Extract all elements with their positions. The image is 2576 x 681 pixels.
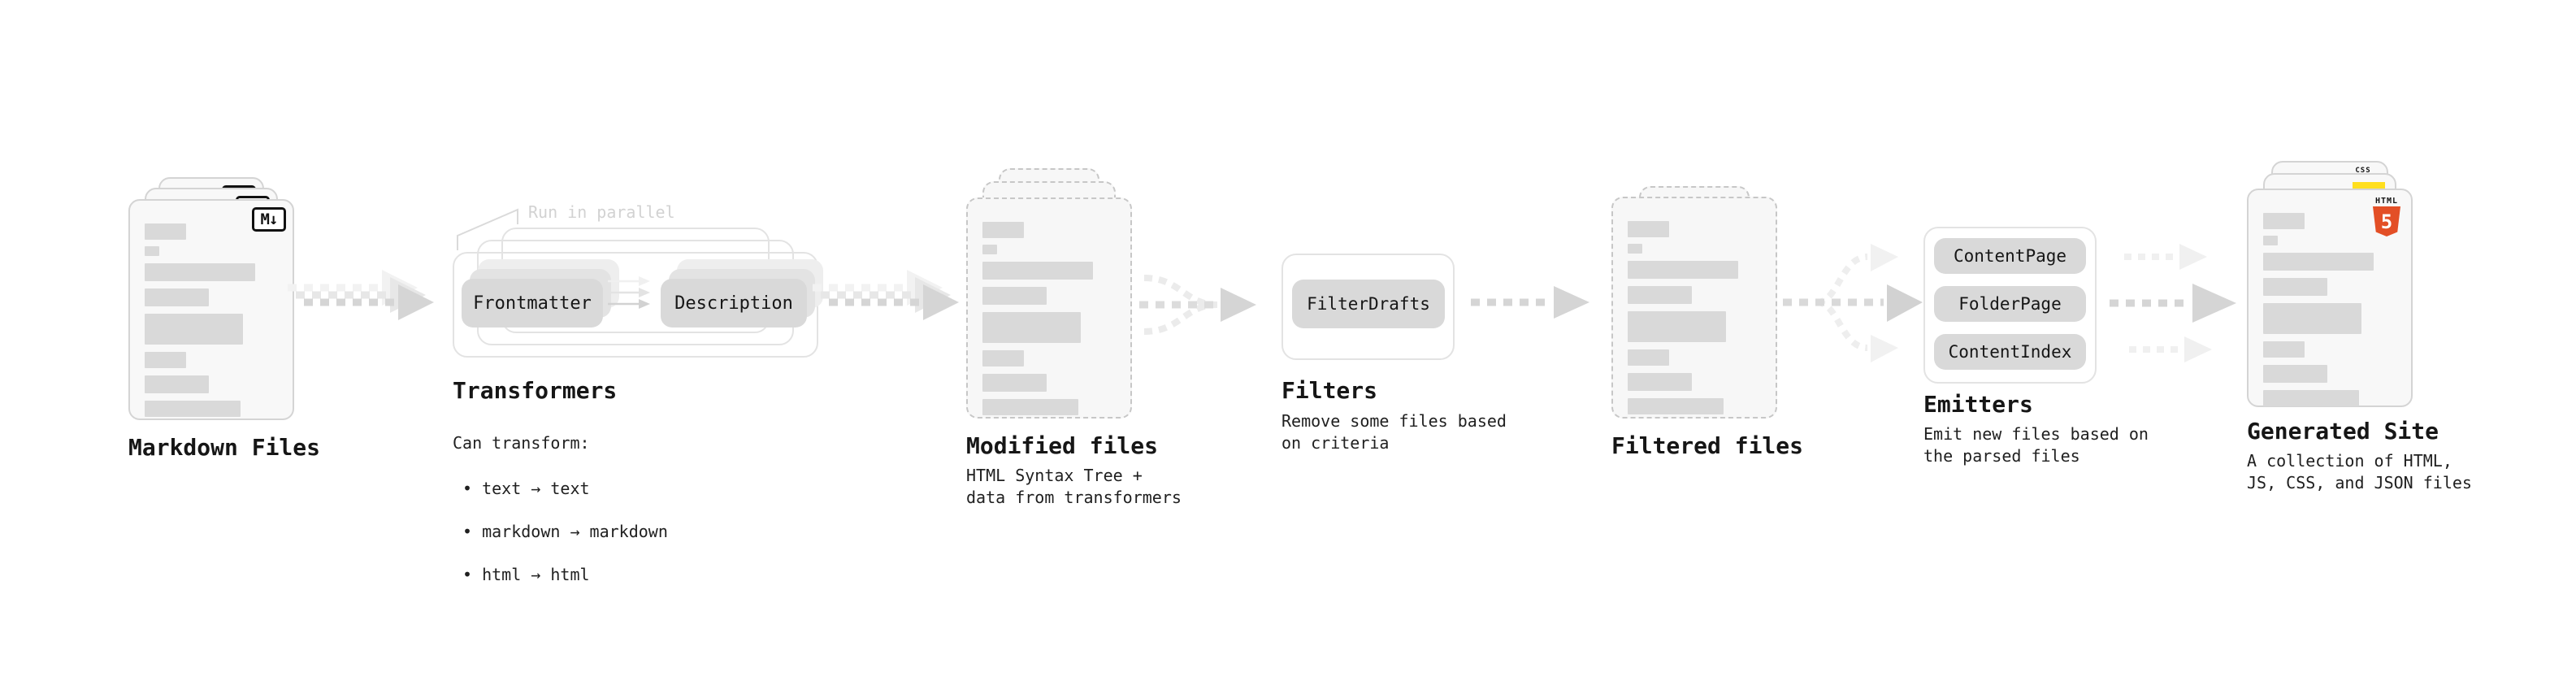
generated-site-stack: CSS HTML 5 [2247, 161, 2413, 413]
transformers-capability-list: text → text markdown → markdown html → h… [453, 456, 668, 607]
content-placeholder-bar [2263, 236, 2279, 245]
content-placeholder-bar [2263, 213, 2305, 229]
contentindex-node: ContentIndex [1934, 334, 2086, 370]
modified-files-description: HTML Syntax Tree + data from transformer… [966, 466, 1182, 507]
content-placeholder-bar [982, 222, 1024, 238]
modified-files-label: Modified files [966, 432, 1159, 459]
filterdrafts-node: FilterDrafts [1292, 280, 1445, 328]
content-placeholder-bar [982, 312, 1082, 343]
document-page: M↓ [128, 199, 294, 420]
description-node: Description [661, 279, 807, 327]
content-placeholder-bar [1628, 311, 1727, 342]
document-page [966, 197, 1132, 419]
arrow-merge-to-filters-icon [1139, 275, 1256, 335]
transformers-description: Can transform: text → text markdown → ma… [453, 410, 668, 629]
content-placeholder-bar [1628, 244, 1643, 254]
folderpage-node: FolderPage [1934, 286, 2086, 322]
markdown-files-stack: M↓ M↓ M↓ [128, 177, 294, 421]
filters-label: Filters [1281, 377, 1378, 404]
content-placeholder-bar [2263, 303, 2362, 334]
content-placeholder-bar [1628, 349, 1669, 366]
content-placeholder-bar [145, 352, 186, 368]
capability-item: html → html [453, 564, 668, 585]
content-placeholder-bar [2263, 341, 2305, 358]
document-content-placeholder [2263, 213, 2396, 406]
content-placeholder-bar [1628, 373, 1692, 391]
generated-site-label: Generated Site [2247, 418, 2439, 445]
content-placeholder-bar [982, 262, 1094, 280]
document-content-placeholder [145, 223, 278, 417]
emitters-label: Emitters [1923, 391, 2033, 418]
capability-item: text → text [453, 478, 668, 499]
content-placeholder-bar [1628, 261, 1739, 279]
content-placeholder-bar [145, 314, 244, 345]
arrow-fanout-to-emitters-icon [1783, 244, 1923, 362]
content-placeholder-bar [145, 223, 186, 240]
filters-description: Remove some files based on criteria [1281, 411, 1507, 453]
arrow-transformers-to-modified-icon [813, 270, 959, 320]
content-placeholder-bar [982, 399, 1079, 415]
content-placeholder-bar [2263, 390, 2360, 406]
document-content-placeholder [982, 222, 1116, 415]
content-placeholder-bar [1628, 221, 1669, 237]
content-placeholder-bar [982, 350, 1024, 367]
transform-step-arrows-icon [608, 276, 650, 309]
arrow-emitters-to-site-icon [2110, 244, 2236, 362]
content-placeholder-bar [982, 374, 1047, 392]
document-page [1611, 197, 1777, 419]
document-content-placeholder [1628, 221, 1761, 414]
content-placeholder-bar [145, 288, 209, 306]
emitters-description: Emit new files based on the parsed files [1923, 424, 2149, 466]
arrow-markdown-to-transformers-icon [288, 270, 434, 320]
content-placeholder-bar [145, 263, 256, 281]
content-placeholder-bar [982, 245, 998, 254]
markdown-icon: M↓ [252, 207, 286, 232]
annotation-leader-line [457, 208, 518, 250]
generated-site-description: A collection of HTML, JS, CSS, and JSON … [2247, 451, 2472, 492]
content-placeholder-bar [2263, 365, 2327, 383]
transformers-desc-title: Can transform: [453, 433, 590, 453]
content-placeholder-bar [145, 375, 209, 393]
content-placeholder-bar [145, 246, 160, 256]
html5-logo-icon: HTML 5 [2370, 197, 2403, 236]
content-placeholder-bar [145, 401, 241, 417]
filtered-files-stack [1611, 186, 1777, 422]
capability-item: markdown → markdown [453, 521, 668, 542]
frontmatter-node: Frontmatter [462, 279, 603, 327]
content-placeholder-bar [982, 287, 1047, 305]
content-placeholder-bar [2263, 253, 2374, 271]
arrow-filters-to-filtered-icon [1471, 286, 1589, 319]
markdown-files-label: Markdown Files [128, 434, 321, 461]
document-page: HTML 5 [2247, 189, 2413, 407]
content-placeholder-bar [1628, 398, 1724, 414]
modified-files-stack [966, 168, 1132, 420]
contentpage-node: ContentPage [1934, 238, 2086, 274]
run-in-parallel-annotation: Run in parallel [528, 202, 675, 222]
filtered-files-label: Filtered files [1611, 432, 1804, 459]
content-placeholder-bar [2263, 278, 2327, 296]
content-placeholder-bar [1628, 286, 1692, 304]
transformers-label: Transformers [453, 377, 618, 404]
